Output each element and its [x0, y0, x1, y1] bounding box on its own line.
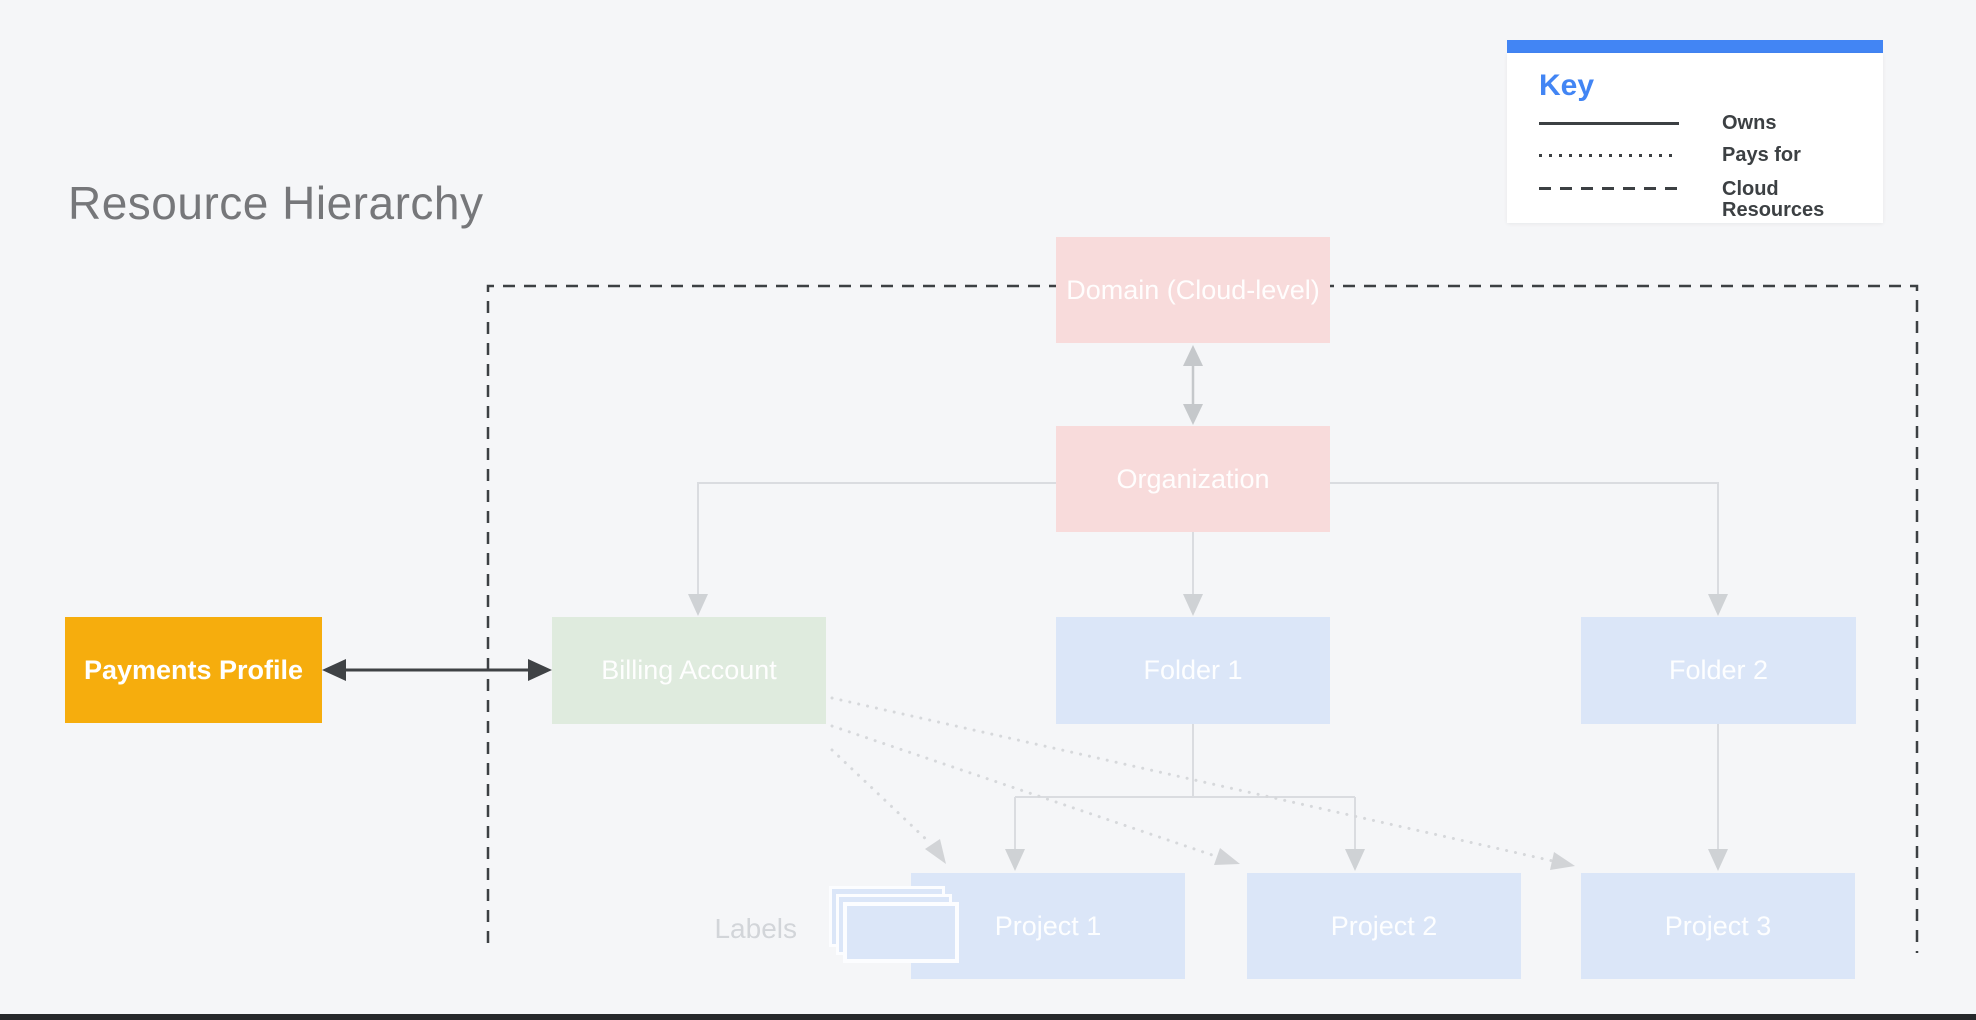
labels-caption: Labels	[714, 913, 797, 944]
node-billing-account: Billing Account	[552, 617, 826, 724]
key-accent-bar	[1507, 40, 1883, 53]
node-project-2: Project 2	[1247, 873, 1521, 979]
legend-item-pays-for: Pays for	[1539, 145, 1801, 166]
key-legend-panel: Key Owns Pays for Cloud Resources	[1507, 53, 1883, 223]
solid-line-sample	[1539, 122, 1679, 125]
owns-arrowheads	[688, 594, 1728, 871]
node-folder-2: Folder 2	[1581, 617, 1856, 724]
key-title: Key	[1539, 69, 1595, 102]
legend-label: Pays for	[1722, 144, 1801, 166]
page-title: Resource Hierarchy	[68, 177, 484, 229]
payments-billing-arrow	[322, 659, 552, 681]
node-domain: Domain (Cloud-level)	[1056, 237, 1330, 343]
legend-item-cloud-resources: Cloud Resources	[1539, 179, 1852, 221]
domain-organization-arrow	[1183, 345, 1203, 425]
dashed-line-sample	[1539, 187, 1679, 190]
label-card	[843, 902, 959, 963]
legend-item-owns: Owns	[1539, 113, 1776, 134]
labels-cards-icon	[829, 886, 960, 964]
owns-connectors	[697, 482, 1719, 849]
dotted-line-sample	[1539, 154, 1679, 157]
node-organization: Organization	[1056, 426, 1330, 532]
node-folder-1: Folder 1	[1056, 617, 1330, 724]
pays-for-arrowheads	[925, 839, 1575, 870]
node-payments-profile: Payments Profile	[65, 617, 322, 723]
node-project-3: Project 3	[1581, 873, 1855, 979]
screen-bottom-edge	[0, 1014, 1976, 1020]
legend-label: Cloud Resources	[1722, 178, 1825, 221]
legend-label: Owns	[1722, 112, 1777, 134]
